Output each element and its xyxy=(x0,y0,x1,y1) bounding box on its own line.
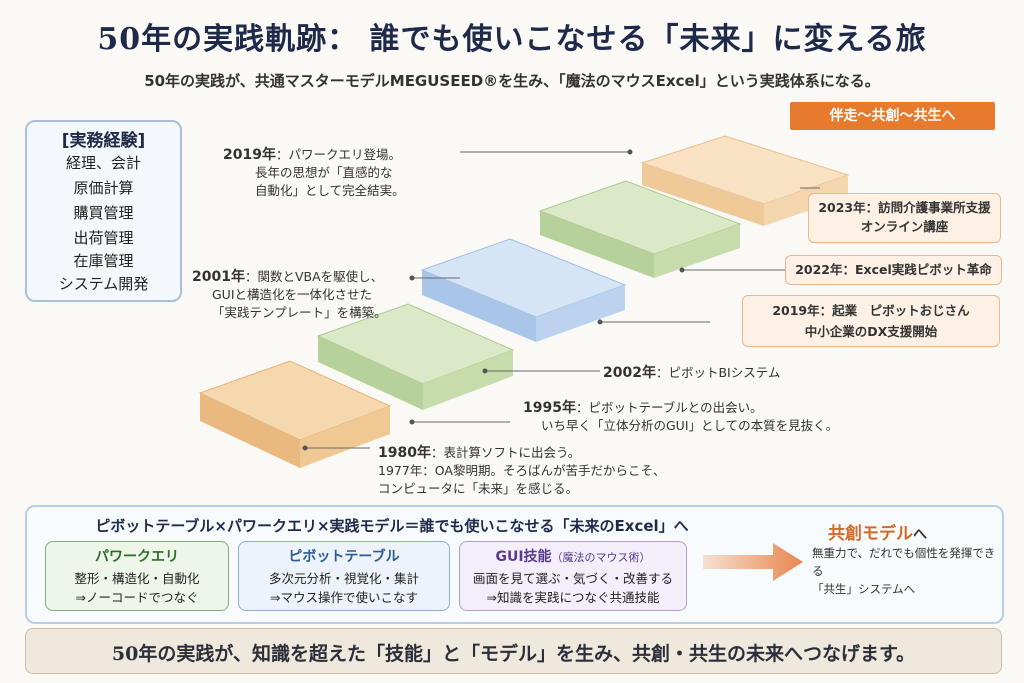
timeline-year: 1980年 xyxy=(378,445,431,461)
experience-title: [実務経験] xyxy=(61,131,146,151)
experience-item: 出荷管理 xyxy=(73,229,134,247)
page-subtitle: 50年の実践が、共通マスターモデルMEGUSEED®を生み、「魔法のマウスExc… xyxy=(144,72,880,90)
timeline-2019: 2019年：パワークエリ登場。 長年の思想が「直感的な 自動化」として完全結実。 xyxy=(223,146,405,200)
timeline-text: 自動化」として完全結実。 xyxy=(255,183,405,198)
card-line: 整形・構造化・自動化 xyxy=(74,571,200,586)
leader-dots xyxy=(302,149,685,451)
experience-box: [実務経験] 経理、会計 原価計算 購買管理 出荷管理 在庫管理 システム開発 xyxy=(25,120,182,302)
integration-panel: ピボットテーブル×パワークエリ×実践モデル＝誰でも使いこなせる「未来のExcel… xyxy=(25,505,1004,624)
card-title: GUI技能 xyxy=(495,549,552,565)
experience-item: システム開発 xyxy=(58,275,149,293)
card-pivot-table: ピボットテーブル 多次元分析・視覚化・集計 ⇒マウス操作で使いこなす xyxy=(238,541,450,611)
card-line: 画面を見て選ぶ・気づく・改善する xyxy=(472,571,673,586)
step-2001 xyxy=(420,238,627,342)
card-line: ⇒ノーコードでつなぐ xyxy=(75,590,199,605)
timeline-text: 1977年：OA黎明期。そろばんが苦手だからこそ、 xyxy=(378,463,666,478)
card-line: ⇒知識を実践につなぐ共通技能 xyxy=(486,590,660,605)
goal-line: 無重力で、だれでも個性を発揮できる xyxy=(812,546,996,578)
timeline-2002: 2002年：ピボットBIシステム xyxy=(603,364,780,382)
experience-item: 原価計算 xyxy=(73,179,134,197)
timeline-year: 2019年 xyxy=(223,147,276,163)
card-power-query: パワークエリ 整形・構造化・自動化 ⇒ノーコードでつなぐ xyxy=(45,541,229,611)
timeline-text: 長年の思想が「直感的な xyxy=(255,165,393,180)
leader-lines xyxy=(305,151,820,449)
step-1995 xyxy=(316,303,515,410)
arrow-right-icon xyxy=(703,543,803,581)
step-2019 xyxy=(538,180,742,278)
experience-item: 在庫管理 xyxy=(73,252,134,270)
milestone-text: 中小企業のDX支援開始 xyxy=(804,324,938,339)
goal-title: 共創モデル xyxy=(828,524,913,544)
milestone-2022: 2022年：Excel実践ピボット革命 xyxy=(785,255,1002,285)
timeline-1995: 1995年：ピボットテーブルとの出会い。 いち早く「立体分析のGUI」としての本… xyxy=(523,399,838,435)
milestone-2019: 2019年：起業 ピボットおじさん 中小企業のDX支援開始 xyxy=(742,295,1000,347)
timeline-text: ：パワークエリ登場。 xyxy=(275,147,401,162)
timeline-text: ：表計算ソフトに出会う。 xyxy=(430,445,581,460)
timeline-year: 2002年 xyxy=(603,365,656,381)
experience-item: 購買管理 xyxy=(73,204,134,222)
step-1980 xyxy=(198,360,392,468)
milestone-text: 2023年：訪問介護事業所支援 xyxy=(818,200,991,215)
experience-item: 経理、会計 xyxy=(65,154,141,172)
timeline-text: ：関数とVBAを駆使し、 xyxy=(244,269,384,284)
page-title: 50年の実践軌跡： 誰でも使いこなせる「未来」に変える旅 xyxy=(97,22,927,57)
card-title: パワークエリ xyxy=(95,549,179,565)
timeline-year: 2001年 xyxy=(192,269,245,285)
timeline-text: いち早く「立体分析のGUI」としての本質を見抜く。 xyxy=(541,418,839,433)
timeline-text: GUIと構造化を一体化させた xyxy=(212,287,373,302)
timeline-text: ：ピボットBIシステム xyxy=(655,365,781,380)
timeline-year: 1995年 xyxy=(523,400,576,416)
card-line: ⇒マウス操作で使いこなす xyxy=(270,590,418,605)
goal-line: 「共生」システムへ xyxy=(812,582,916,596)
timeline-text: コンピュータに「未来」を感じる。 xyxy=(378,481,579,496)
panel-heading: ピボットテーブル×パワークエリ×実践モデル＝誰でも使いこなせる「未来のExcel… xyxy=(95,517,689,535)
milestone-2023: 2023年：訪問介護事業所支援 オンライン講座 xyxy=(808,193,1001,243)
card-title-sub: （魔法のマウス術） xyxy=(551,551,651,564)
step-top xyxy=(640,135,850,226)
timeline-2001: 2001年：関数とVBAを駆使し、 GUIと構造化を一体化させた 「実践テンプレ… xyxy=(192,268,387,322)
milestone-text: オンライン講座 xyxy=(860,219,949,234)
steps-diagram xyxy=(198,135,850,468)
timeline-1980: 1980年：表計算ソフトに出会う。 1977年：OA黎明期。そろばんが苦手だから… xyxy=(378,444,665,498)
timeline-text: ：ピボットテーブルとの出会い。 xyxy=(575,400,763,415)
milestone-text: 2019年：起業 ピボットおじさん xyxy=(772,303,970,318)
footer-banner: 50年の実践が、知識を超えた「技能」と「モデル」を生み、共創・共生の未来へつなげ… xyxy=(25,628,1002,674)
timeline-text: 「実践テンプレート」を構築。 xyxy=(212,305,387,320)
card-title: ピボットテーブル xyxy=(288,549,400,565)
footer-text: 50年の実践が、知識を超えた「技能」と「モデル」を生み、共創・共生の未来へつなげ… xyxy=(111,643,916,665)
card-line: 多次元分析・視覚化・集計 xyxy=(268,571,419,586)
goal-title-suffix: へ xyxy=(913,527,927,543)
collaboration-badge: 伴走〜共創〜共生へ xyxy=(790,102,995,130)
goal-block: 共創モデルへ 無重力で、だれでも個性を発揮できる 「共生」システムへ xyxy=(812,525,997,598)
card-gui-skill: GUI技能（魔法のマウス術） 画面を見て選ぶ・気づく・改善する ⇒知識を実践につ… xyxy=(459,541,687,611)
